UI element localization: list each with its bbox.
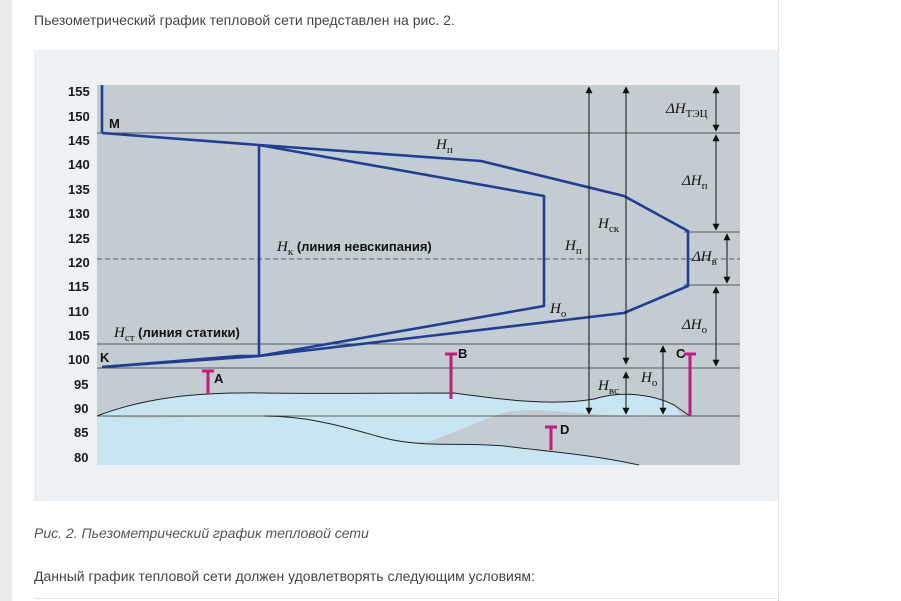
figure-panel: 155 150 145 140 135 130 125 120 115 110 … [34,50,778,501]
bottom-divider [34,598,778,599]
y-tick: 80 [74,450,88,465]
label-delta-h-tec: ΔHТЭЦ [665,101,708,120]
label-delta-hp: ΔHп [681,173,708,192]
y-tick: 95 [74,377,88,392]
piezometric-diagram: 155 150 145 140 135 130 125 120 115 110 … [68,84,740,466]
y-tick: 155 [68,84,90,99]
point-markers [202,352,696,450]
left-page-strip [0,0,12,601]
ground-contour-lower [263,415,640,466]
label-hsk: Hск [597,216,620,235]
conditions-paragraph: Данный график тепловой сети должен удовл… [34,568,535,584]
y-tick: 150 [68,109,90,124]
label-ho-vertical: Hо [640,370,658,389]
y-tick: 85 [74,425,88,440]
supply-line-hp [101,131,690,369]
y-tick: 135 [68,182,90,197]
ground-contour-upper [96,392,691,417]
y-tick: 140 [68,157,90,172]
dimension-arrows [585,86,731,415]
y-tick: 105 [68,328,90,343]
point-label-a: A [214,371,224,386]
label-ho-line: Hо [549,301,567,320]
label-hp-vertical: Hп [564,238,582,257]
y-tick: 130 [68,206,90,221]
boiling-line-hk [258,143,546,358]
point-label-k: K [100,350,110,365]
intro-paragraph: Пьезометрический график тепловой сети пр… [34,12,455,28]
ground-profile-lower [97,416,639,465]
label-hst-line: Hст (линия статики) [113,325,240,344]
right-column-divider [778,0,779,601]
ground-profile [97,392,682,444]
label-hk-line: Hк (линия невскипания) [276,239,432,258]
label-delta-hv: ΔHв [691,249,717,268]
y-tick: 145 [68,133,90,148]
point-label-d: D [560,422,569,437]
point-label-b: B [458,346,467,361]
point-label-m: M [109,116,120,131]
label-delta-ho: ΔHо [681,317,708,336]
y-tick: 120 [68,255,90,270]
figure-caption: Рис. 2. Пьезометрический график тепловой… [34,525,369,541]
y-tick: 110 [68,304,89,319]
label-hp-line: Hп [435,137,453,156]
y-tick: 100 [68,352,90,367]
point-label-c: C [676,346,686,361]
static-line-hst [101,354,259,369]
piezometric-lines [100,85,690,369]
label-hvs: Hвс [597,378,619,397]
y-tick: 90 [74,401,88,416]
y-tick: 115 [68,279,89,294]
y-axis-ticks: 155 150 145 140 135 130 125 120 115 110 … [68,84,90,465]
y-tick: 125 [68,231,90,246]
